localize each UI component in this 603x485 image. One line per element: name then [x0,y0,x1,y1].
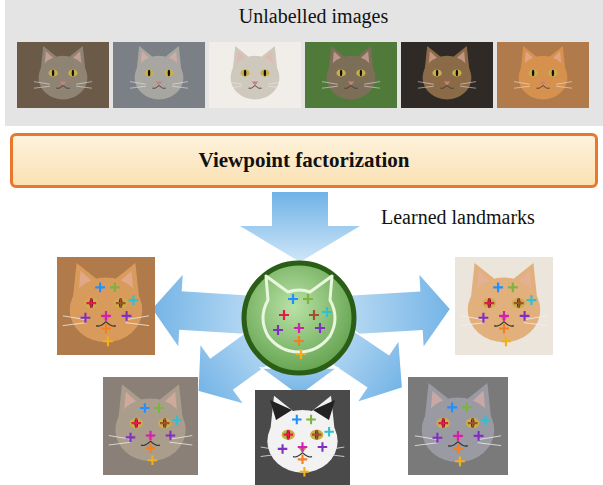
canonical-frame-circle [244,263,354,373]
down-arrow [240,192,360,262]
unlabelled-photos [17,42,589,108]
process-box: Viewpoint factorization [10,133,598,188]
annotation-label: Learned landmarks [381,206,535,229]
band-title: Unlabelled images [5,5,603,28]
landmark-photos [57,257,553,485]
box-label: Viewpoint factorization [199,148,410,173]
